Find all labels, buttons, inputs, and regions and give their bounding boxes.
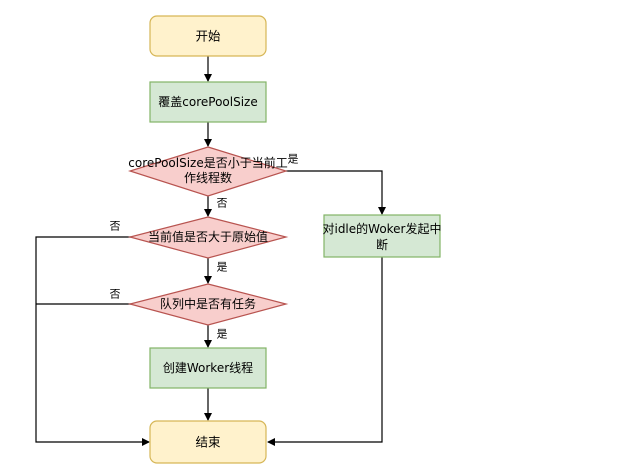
- edge-label-core-no: 否: [217, 197, 228, 210]
- edge-label-queue-yes: 是: [217, 328, 228, 341]
- check-current-label: 当前值是否大于原始值: [148, 229, 268, 244]
- check-core-decision: corePoolSize是否小于当前工 作线程数: [127, 146, 289, 197]
- end-label: 结束: [195, 435, 221, 450]
- start-label: 开始: [195, 29, 221, 44]
- create-worker-shape: [149, 347, 267, 389]
- interrupt-shape: [323, 214, 441, 258]
- edge-interrupt-to-end: [267, 257, 383, 446]
- end-shape: [149, 420, 267, 464]
- edge-check-current-no: [35, 236, 150, 446]
- check-current-shape: [127, 216, 289, 259]
- cover-core-pool-size-node: 覆盖corePoolSize: [149, 81, 267, 123]
- create-worker-node: 创建Worker线程: [149, 347, 267, 389]
- check-queue-decision: 队列中是否有任务: [127, 283, 289, 326]
- check-core-label-line1: corePoolSize是否小于当前工: [128, 155, 287, 170]
- interrupt-idle-worker-node: 对idle的Woker发起中 断: [322, 214, 442, 258]
- check-queue-shape: [127, 283, 289, 326]
- interrupt-label-line2: 断: [376, 237, 388, 252]
- edge-label-core-yes: 是: [288, 153, 299, 166]
- interrupt-label-line1: 对idle的Woker发起中: [322, 221, 441, 236]
- edge-label-current-yes: 是: [217, 261, 228, 274]
- cover-label: 覆盖corePoolSize: [158, 95, 257, 109]
- cover-shape: [149, 81, 267, 123]
- start-shape: [149, 15, 267, 57]
- create-worker-label: 创建Worker线程: [163, 360, 253, 375]
- end-node: 结束: [149, 420, 267, 464]
- check-core-label-line2: 作线程数: [184, 170, 232, 185]
- edge-labels: 是 否 否 是 否 是: [110, 153, 299, 341]
- check-current-decision: 当前值是否大于原始值: [127, 216, 289, 259]
- check-core-shape: [127, 146, 289, 197]
- edge-check-core-yes: [286, 170, 386, 215]
- edge-label-current-no: 否: [110, 220, 121, 233]
- edge-label-queue-no: 否: [110, 288, 121, 301]
- connectors: [35, 56, 386, 446]
- start-node: 开始: [149, 15, 267, 57]
- check-queue-label: 队列中是否有任务: [160, 296, 256, 311]
